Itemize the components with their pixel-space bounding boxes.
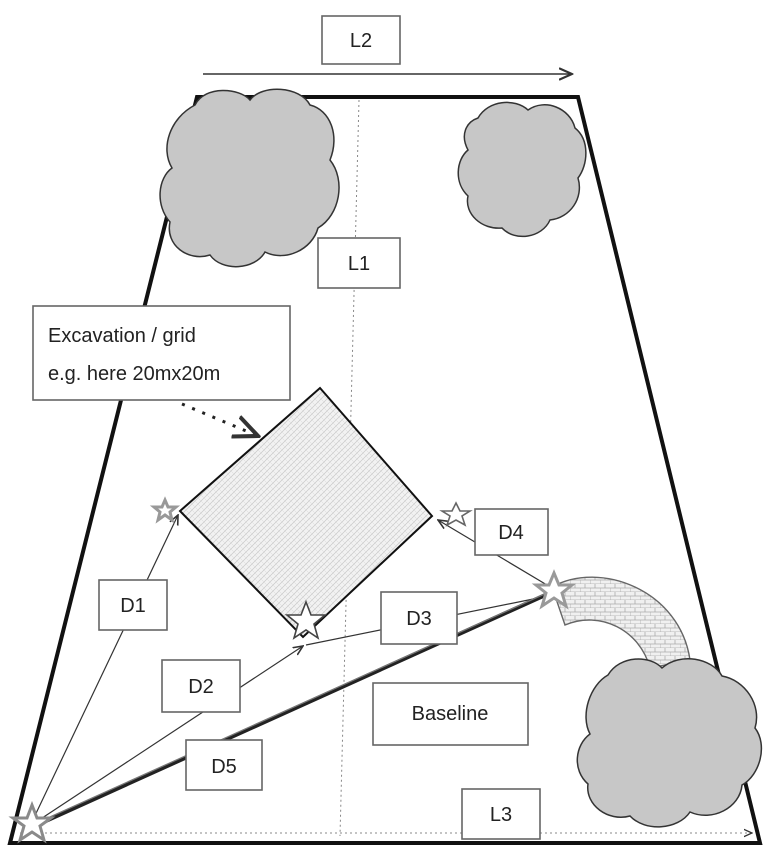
curved-path (551, 576, 691, 669)
star-marker-icon (439, 501, 473, 527)
label-d2: D2 (161, 659, 241, 713)
label-d5-text: D5 (211, 756, 237, 778)
excavation-callout: Excavation / grid e.g. here 20mx20m (32, 305, 291, 401)
label-l2: L2 (321, 15, 401, 65)
label-d1-text: D1 (120, 595, 146, 617)
label-baseline: Baseline (372, 682, 529, 746)
label-l3: L3 (461, 788, 541, 840)
excavation-grid (178, 386, 434, 639)
label-l1: L1 (317, 237, 401, 289)
callout-line-2: e.g. here 20mx20m (48, 363, 220, 385)
tree-icon (576, 658, 763, 828)
d2-line (29, 646, 303, 827)
label-d2-text: D2 (188, 676, 214, 698)
tree-icon (159, 88, 340, 268)
label-baseline-text: Baseline (412, 703, 489, 725)
callout-line-1: Excavation / grid (48, 325, 196, 347)
d5-line (29, 591, 550, 827)
callout-pointer (181, 402, 258, 436)
label-d4-text: D4 (498, 522, 524, 544)
d1-line (29, 515, 178, 827)
label-l1-text: L1 (348, 253, 370, 275)
label-d3: D3 (380, 591, 458, 645)
site-boundary (7, 95, 763, 845)
star-marker-icon (531, 569, 577, 610)
label-d4: D4 (474, 508, 549, 556)
label-d5: D5 (185, 739, 263, 791)
label-d3-text: D3 (406, 608, 432, 630)
label-l2-text: L2 (350, 30, 372, 52)
tree-icon (457, 101, 587, 238)
label-l3-text: L3 (490, 804, 512, 826)
label-d1: D1 (98, 579, 168, 631)
baseline-line (27, 590, 553, 831)
star-marker-icon (284, 599, 328, 640)
star-marker-icon (149, 496, 181, 524)
star-marker-icon (8, 800, 56, 844)
